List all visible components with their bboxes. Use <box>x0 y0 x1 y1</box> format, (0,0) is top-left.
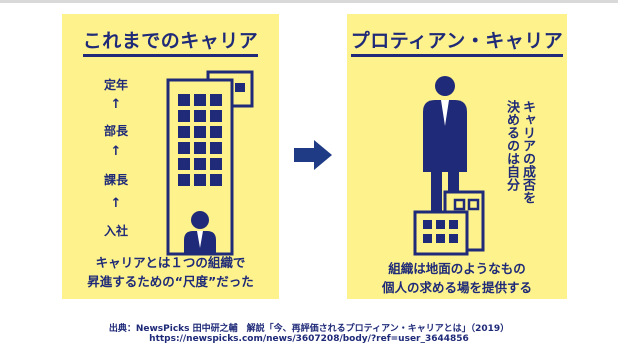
up-arrow: ↑ <box>110 196 122 211</box>
step-joining-company: 入社 <box>103 224 128 238</box>
traditional-career-panel: これまでのキャリア 定年 ↑ 部長 ↑ 課長 ↑ 入社 キャリアとは１つの組織で… <box>62 14 279 299</box>
protean-career-panel: プロティアン・キャリア キャリアの成否を 決めるのは自分 組織は地面のようなもの… <box>347 14 567 299</box>
person-on-buildings-icon <box>413 76 485 256</box>
traditional-career-title: これまでのキャリア <box>62 26 279 57</box>
right-arrow-icon <box>294 140 332 170</box>
vertical-text-line2: 決めるのは自分 <box>504 100 519 191</box>
protean-career-title: プロティアン・キャリア <box>347 26 567 57</box>
traditional-caption-line1: キャリアとは１つの組織で <box>95 255 246 270</box>
step-section-head: 課長 <box>103 173 128 187</box>
up-arrow: ↑ <box>110 97 122 112</box>
step-department-head: 部長 <box>103 124 128 138</box>
step-retirement: 定年 <box>103 78 128 92</box>
protean-caption-line1: 組織は地面のようなもの <box>388 261 526 276</box>
office-building-icon <box>166 70 254 256</box>
source-citation: 出典：NewsPicks 田中研之輔 解説「今、再評価されるプロティアン・キャリ… <box>108 324 510 334</box>
source-url: https://newspicks.com/news/3607208/body/… <box>149 334 469 344</box>
vertical-text-line1: キャリアの成否を <box>520 100 535 204</box>
up-arrow: ↑ <box>110 144 122 159</box>
protean-caption-line2: 個人の求める場を提供する <box>381 280 532 295</box>
top-border-line <box>0 0 618 3</box>
traditional-caption-line2: 昇進するための“尺度”だった <box>87 274 254 289</box>
